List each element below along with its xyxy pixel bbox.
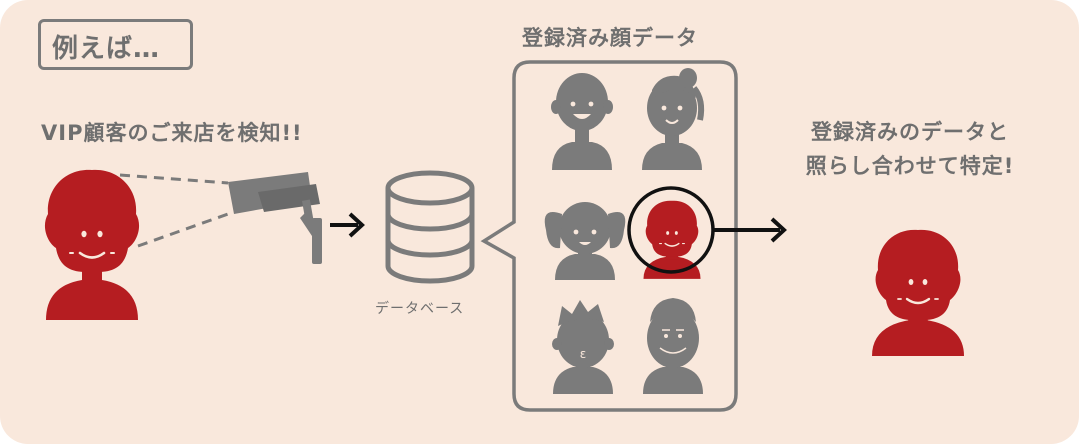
- example-tag-label: 例えば…: [52, 34, 161, 64]
- example-tag-box: [38, 19, 193, 70]
- registered-faces-label: 登録済み顔データ: [522, 26, 698, 50]
- database-label: データベース: [375, 301, 465, 317]
- registered-faces-frame: [480, 60, 738, 412]
- face-boy-spiky: ε: [552, 300, 614, 394]
- arrow-to-result: [714, 217, 787, 243]
- database-icon: [385, 170, 475, 284]
- face-elder-man: [643, 298, 703, 394]
- result-label-line1: 登録済みのデータと: [811, 120, 1009, 144]
- face-girl-pigtails: [544, 202, 626, 280]
- arrow-to-database: [330, 212, 365, 238]
- camera-view-lines: [119, 173, 229, 248]
- face-woman-ponytail: [642, 68, 705, 170]
- security-camera-icon: [228, 172, 322, 264]
- svg-text:ε: ε: [580, 347, 587, 361]
- vip-detection-label: VIP顧客のご来店を検知!!: [41, 121, 303, 145]
- result-label-line2: 照らし合わせて特定!: [805, 154, 1015, 178]
- identified-customer-figure: [870, 228, 966, 358]
- vip-customer-figure: [44, 169, 140, 320]
- face-man-smile: [551, 73, 613, 170]
- match-highlight-ring: [627, 186, 715, 274]
